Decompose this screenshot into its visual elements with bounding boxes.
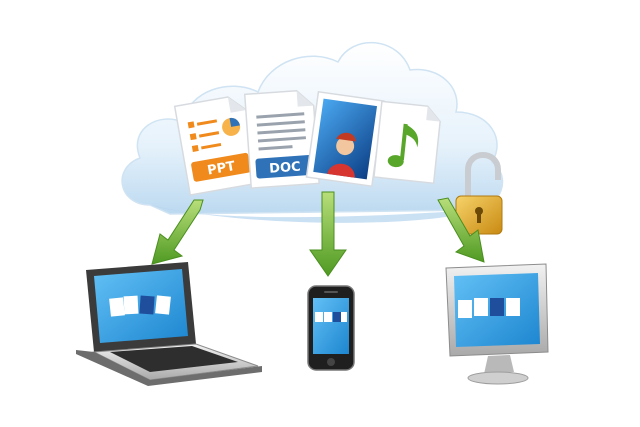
desktop-monitor-icon: [445, 263, 549, 385]
arrow-to-phone: [309, 191, 347, 277]
doc-label: DOC: [269, 160, 301, 177]
music-file-icon: [373, 100, 441, 185]
laptop-icon: [76, 262, 262, 386]
doc-file-icon: DOC: [243, 89, 320, 189]
arrow-to-laptop: [151, 199, 204, 265]
ppt-file-icon: PPT: [173, 96, 261, 196]
smartphone-icon: [307, 285, 355, 371]
padlock-icon: [455, 152, 503, 235]
image-file-icon: [305, 90, 385, 188]
ppt-label: PPT: [206, 159, 236, 179]
arrow-to-monitor: [437, 197, 485, 263]
